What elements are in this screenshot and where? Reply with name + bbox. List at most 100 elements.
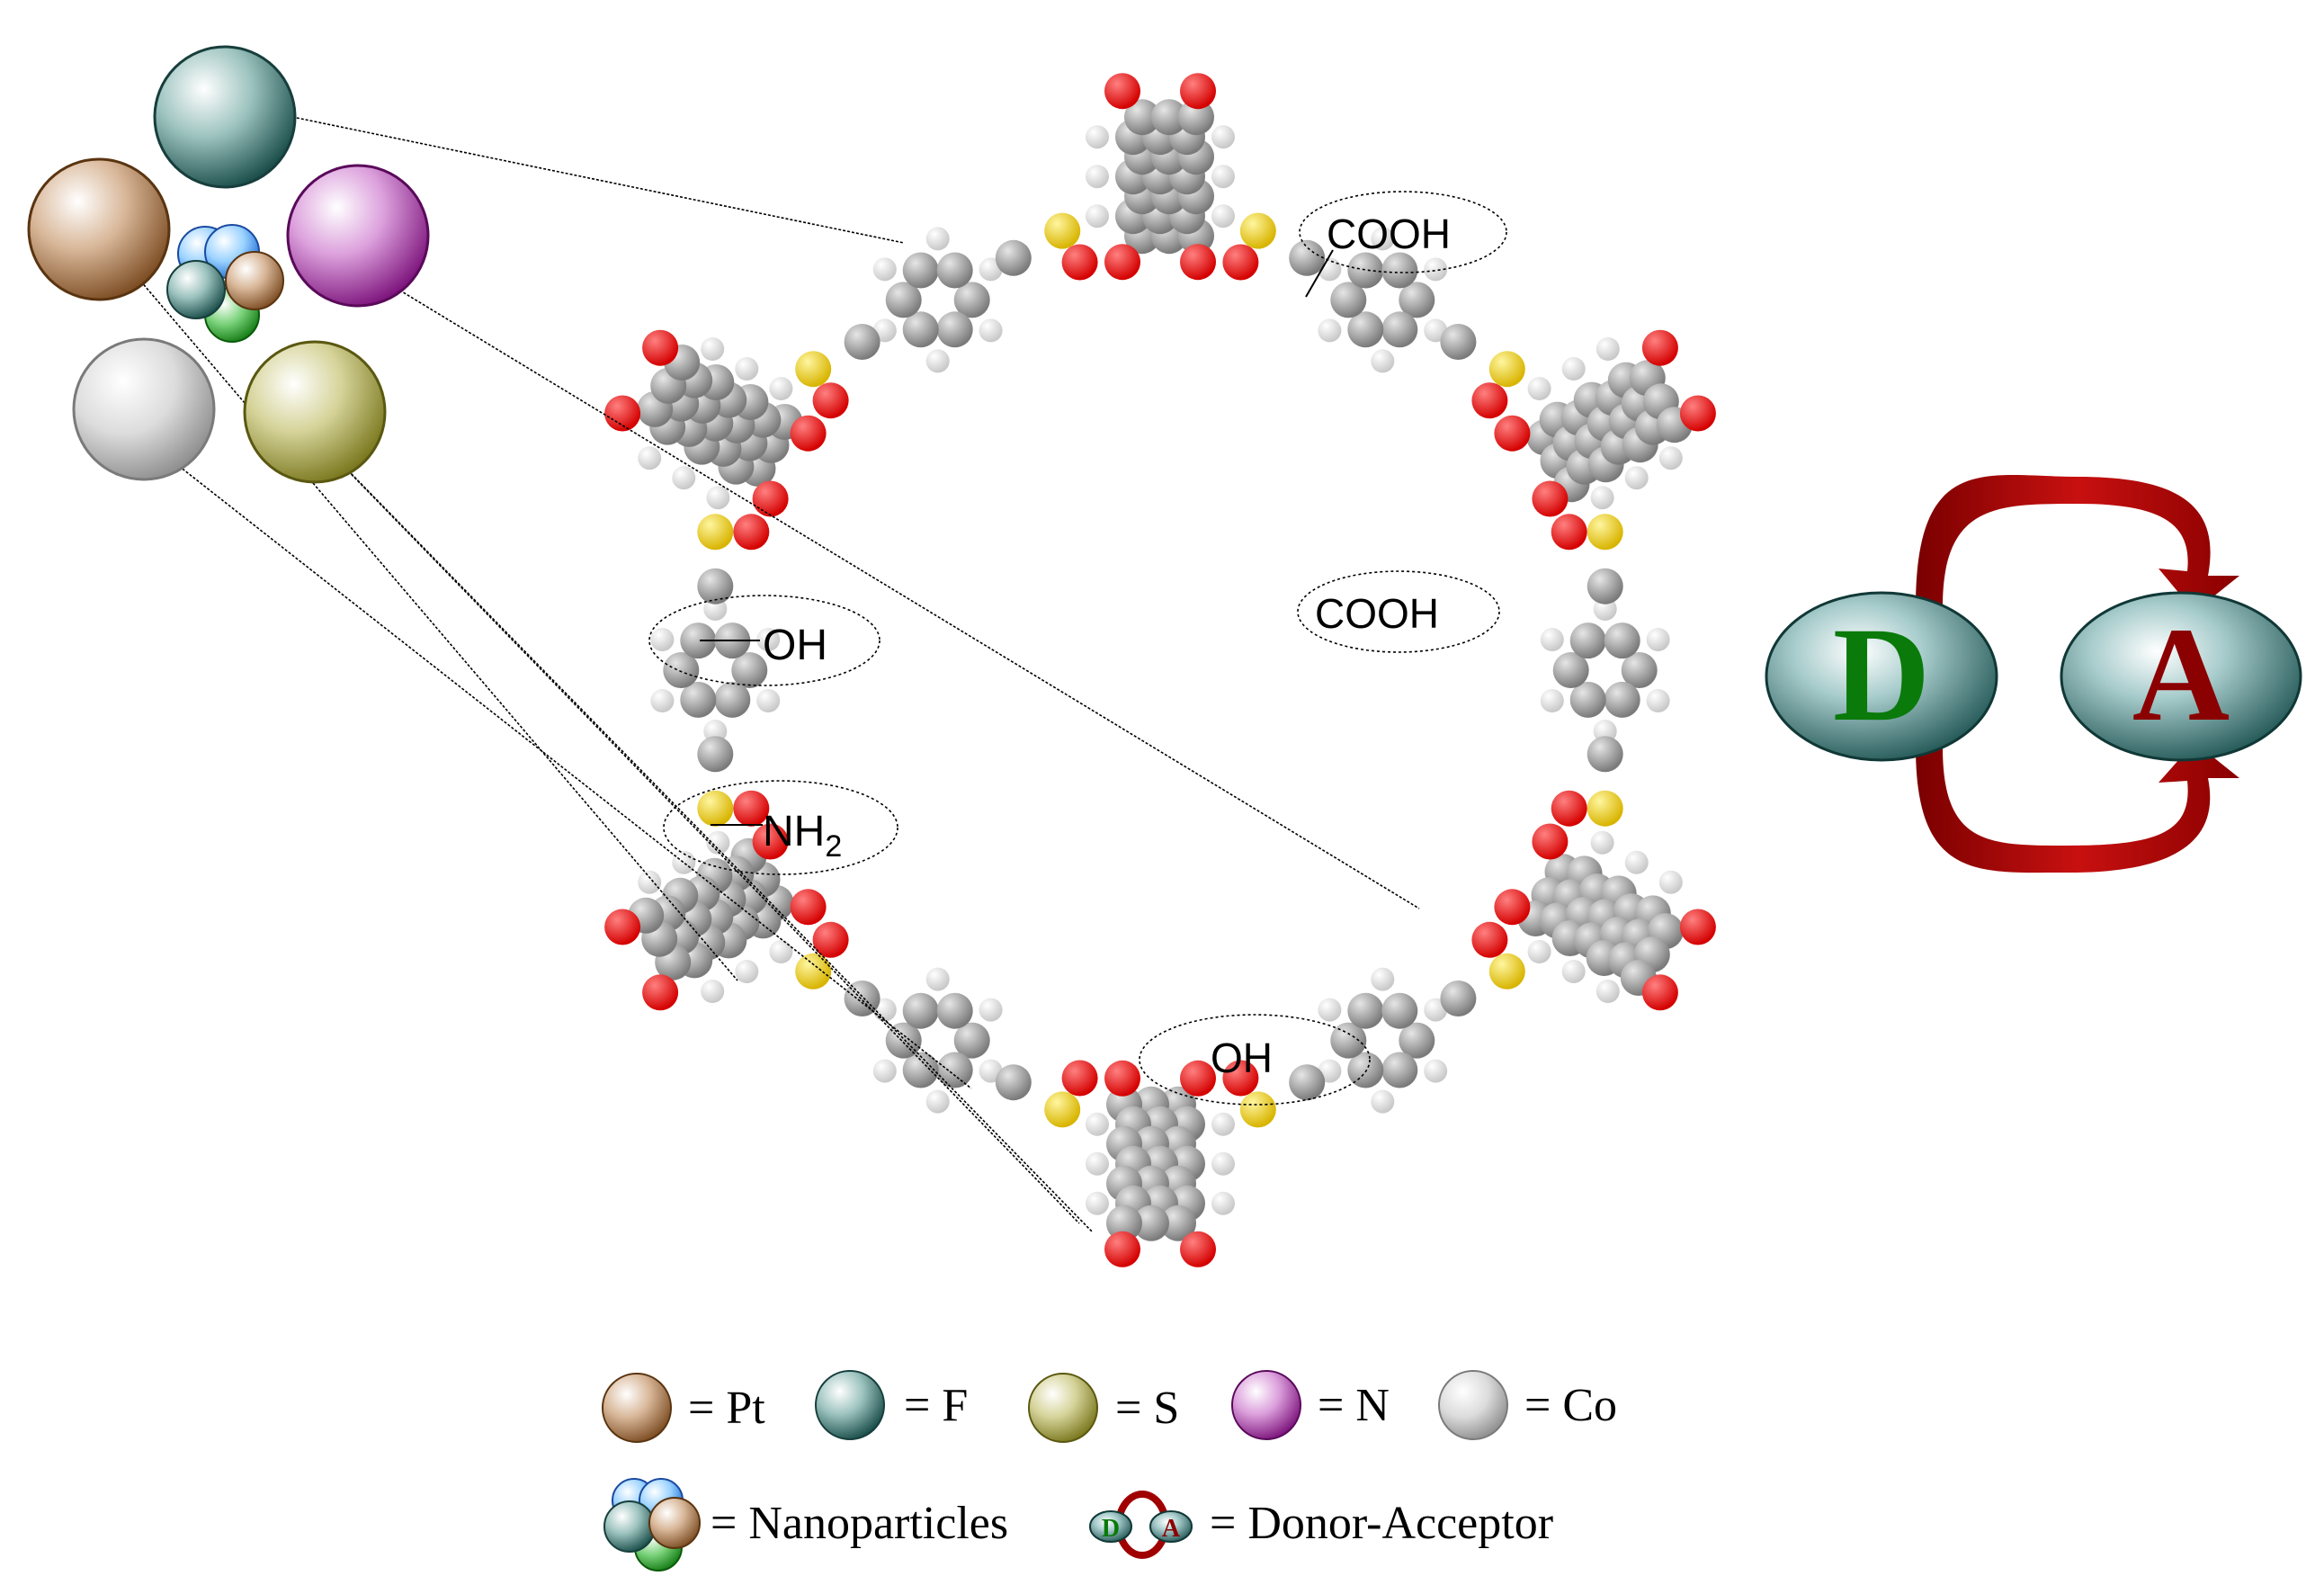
oxygen-atom xyxy=(1180,244,1216,281)
carbon-atom xyxy=(1569,681,1606,718)
carbon-atom xyxy=(902,992,939,1029)
legend-item-pt: = Pt xyxy=(602,1373,765,1443)
carbon-atom xyxy=(1289,239,1326,276)
legend-f-label: = F xyxy=(904,1380,968,1431)
hydrogen-atom xyxy=(701,337,725,361)
legend-donor-acceptor-label: = Donor-Acceptor xyxy=(1210,1498,1553,1549)
hydrogen-atom xyxy=(1624,850,1649,874)
legend-f-sphere xyxy=(815,1370,885,1440)
sulfur-atom xyxy=(1587,514,1623,551)
carbon-atom xyxy=(1347,311,1384,348)
hydrogen-atom xyxy=(769,377,793,400)
leader-line-co xyxy=(174,462,972,1089)
metal-sphere-cluster xyxy=(27,45,430,484)
oxygen-atom xyxy=(1551,790,1587,827)
hydrogen-atom xyxy=(1590,486,1614,510)
legend-np-f xyxy=(603,1500,656,1553)
sulfur-atom xyxy=(795,953,832,990)
hydrogen-atom xyxy=(650,628,675,651)
oxygen-atom xyxy=(790,415,827,452)
carbon-atom xyxy=(936,1052,973,1088)
arrow-bottom xyxy=(1916,742,2239,873)
carbon-atom xyxy=(663,652,700,688)
nh2-label-main: NH xyxy=(763,808,825,855)
hydrogen-atom xyxy=(1646,689,1670,712)
carbon-atom xyxy=(936,992,973,1029)
oh-left-label: OH xyxy=(763,622,827,669)
legend-da-donor xyxy=(1089,1510,1132,1543)
porous-framework-structure xyxy=(604,73,1716,1267)
hydrogen-atom xyxy=(1371,349,1395,373)
donor-label: D xyxy=(1833,600,1930,749)
hydrogen-atom xyxy=(706,830,730,855)
hydrogen-atom xyxy=(1658,446,1683,470)
carbon-atom xyxy=(902,1052,939,1088)
sulfur-atom xyxy=(1239,212,1276,249)
oh-left-ellipse xyxy=(648,595,880,686)
hydrogen-atom xyxy=(1540,689,1564,712)
sulfur-atom xyxy=(697,514,734,551)
hydrogen-atom xyxy=(756,628,781,651)
hydrogen-atom xyxy=(979,998,1003,1022)
carbon-atom xyxy=(1604,622,1640,659)
acceptor-label: A xyxy=(2132,600,2230,749)
hydrogen-atom xyxy=(638,446,662,470)
hydrogen-atom xyxy=(1424,1059,1448,1083)
hydrogen-atom xyxy=(706,486,730,510)
arrow-top xyxy=(1916,475,2239,612)
cooh-right-label: COOH xyxy=(1315,590,1439,637)
legend-pt-label: = Pt xyxy=(688,1383,765,1434)
hydrogen-atom xyxy=(1596,337,1620,361)
sulfur-atom xyxy=(1488,953,1525,990)
oxygen-atom xyxy=(752,823,789,860)
hydrogen-atom xyxy=(1086,165,1109,189)
oxygen-atom xyxy=(1679,395,1716,432)
leader-lines xyxy=(134,116,1420,1233)
carbon-atom xyxy=(1381,992,1418,1029)
carbon-atom xyxy=(1569,622,1606,659)
nh2-label: NH2 xyxy=(763,808,842,864)
oxygen-atom xyxy=(733,790,770,827)
hydrogen-atom xyxy=(735,357,759,381)
carbon-atom xyxy=(1381,311,1418,348)
hydrogen-atom xyxy=(1596,980,1620,1003)
oxygen-atom xyxy=(790,889,827,926)
oxygen-atom xyxy=(1104,244,1140,281)
carbon-atom xyxy=(1604,681,1640,718)
s-sphere xyxy=(243,340,387,484)
carbon-atom xyxy=(936,311,973,348)
hydrogen-atom xyxy=(872,1059,897,1083)
carbon-atom xyxy=(1440,324,1477,360)
sulfur-atom xyxy=(1239,1091,1276,1128)
legend-pt-sphere xyxy=(602,1373,672,1443)
acceptor-ellipse xyxy=(2060,591,2302,762)
legend-item-co: = Co xyxy=(1438,1370,1617,1440)
carbon-atom xyxy=(936,252,973,289)
oxygen-atom xyxy=(1180,73,1216,110)
carbon-atom xyxy=(731,652,768,688)
carbon-atom xyxy=(1330,282,1367,318)
hydrogen-atom xyxy=(701,980,725,1003)
oh-bottom-label: OH xyxy=(1211,1034,1273,1081)
carbon-atoms xyxy=(628,99,1693,1241)
carbon-atom xyxy=(1160,1204,1196,1241)
legend-item-n: = N xyxy=(1231,1370,1390,1440)
carbon-atom xyxy=(902,252,939,289)
nh2-ellipse xyxy=(663,780,898,875)
hydrogen-atom xyxy=(1211,1191,1235,1215)
oxygen-atom xyxy=(752,480,789,517)
hydrogen-atom xyxy=(1086,1191,1109,1215)
legend-co-label: = Co xyxy=(1524,1380,1617,1431)
n-sphere xyxy=(286,164,430,308)
hydrogen-atom xyxy=(1561,960,1586,983)
sulfur-atom xyxy=(1044,1091,1081,1128)
hydrogen-atom xyxy=(769,940,793,963)
oxygen-atom xyxy=(1494,889,1531,926)
legend-nanoparticle-icon xyxy=(603,1478,701,1572)
legend-co-sphere xyxy=(1438,1370,1508,1440)
carbon-atom xyxy=(1381,252,1418,289)
np-pt-sphere xyxy=(225,251,284,310)
oxygen-atom xyxy=(1180,1231,1216,1267)
legend-s-sphere xyxy=(1028,1373,1098,1443)
